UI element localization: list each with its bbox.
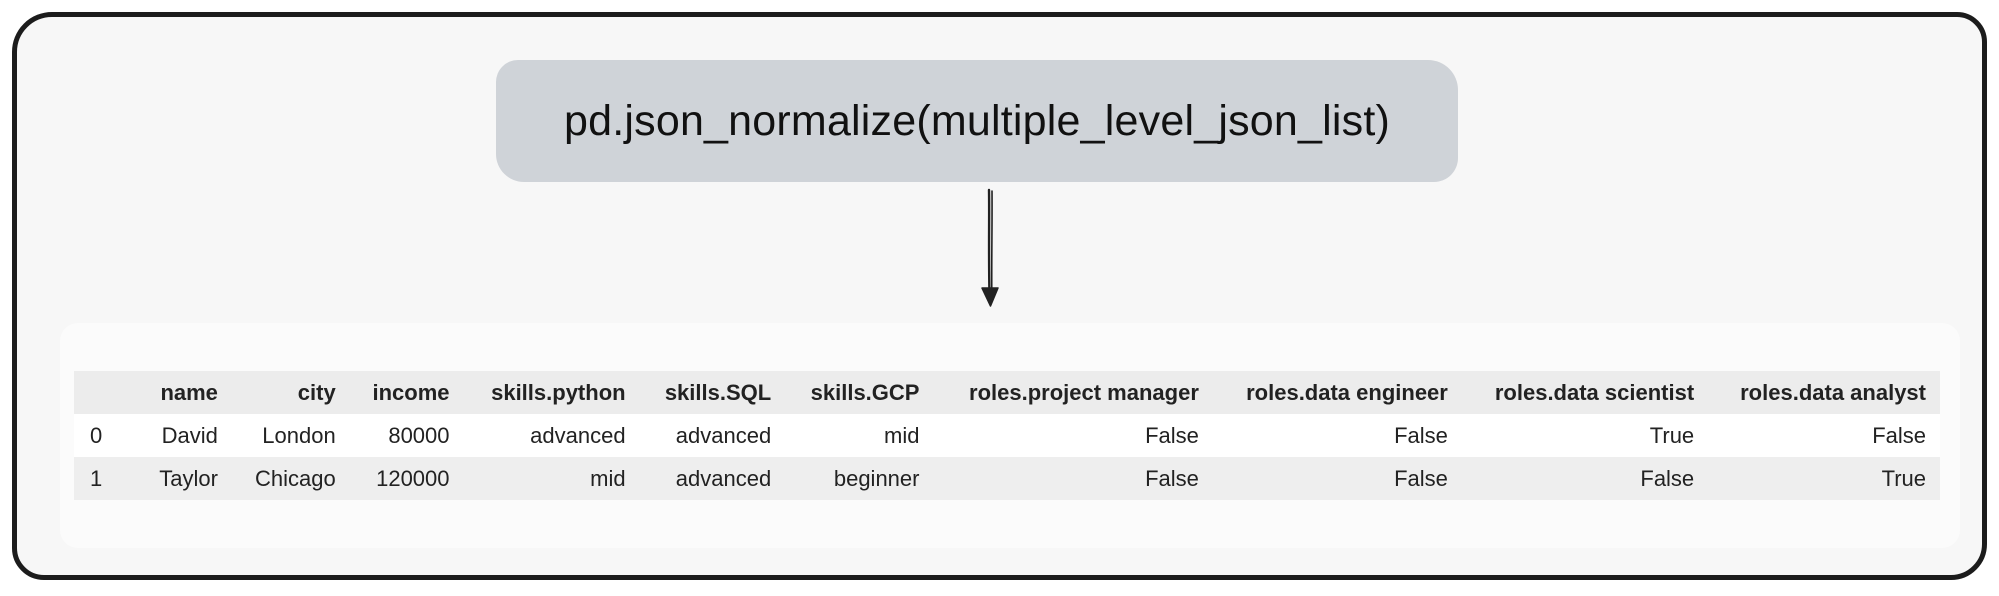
cell-name: David [161,422,218,448]
cell-skills-gcp: beginner [833,465,920,491]
column-header-roles-project-manager: roles.project manager [969,379,1199,405]
dataframe-table: name city income skills.python skills.SQ… [74,371,1940,500]
cell-skills-python: advanced [530,422,626,448]
cell-city: Chicago [255,465,336,491]
cell-income: 120000 [376,465,450,491]
down-arrow-icon [981,188,999,307]
dataframe-panel [60,323,1960,548]
cell-city: London [262,422,336,448]
column-header-name: name [160,379,218,405]
cell-skills-python: mid [590,465,626,491]
cell-roles-data-engineer: False [1394,465,1448,491]
cell-skills-sql: advanced [675,465,772,491]
column-header-city: city [297,379,336,405]
code-box: pd.json_normalize(multiple_level_json_li… [496,60,1458,182]
cell-roles-project-manager: False [1145,465,1199,491]
row-index: 0 [90,422,103,448]
cell-roles-data-analyst: False [1872,422,1926,448]
code-expression: pd.json_normalize(multiple_level_json_li… [564,96,1390,145]
column-header-roles-data-scientist: roles.data scientist [1494,379,1695,405]
cell-roles-data-scientist: True [1649,422,1695,448]
table-row: 0 David London 80000 advanced advanced m… [74,414,1940,457]
table-header-row: name city income skills.python skills.SQ… [74,371,1940,414]
cell-roles-data-analyst: True [1881,465,1926,491]
column-header-roles-data-analyst: roles.data analyst [1740,379,1926,405]
cell-roles-project-manager: False [1145,422,1199,448]
cell-skills-sql: advanced [675,422,772,448]
column-header-skills-sql: skills.SQL [664,379,772,405]
column-header-skills-python: skills.python [491,379,626,405]
cell-income: 80000 [388,422,450,448]
cell-name: Taylor [159,465,218,491]
cell-skills-gcp: mid [884,422,920,448]
row-index: 1 [90,465,103,491]
cell-roles-data-scientist: False [1640,465,1695,491]
column-header-skills-gcp: skills.GCP [810,379,920,405]
cell-roles-data-engineer: False [1394,422,1448,448]
table-row: 1 Taylor Chicago 120000 mid advanced beg… [74,457,1940,500]
column-header-index [74,371,138,414]
column-header-roles-data-engineer: roles.data engineer [1246,379,1448,405]
column-header-income: income [372,379,450,405]
